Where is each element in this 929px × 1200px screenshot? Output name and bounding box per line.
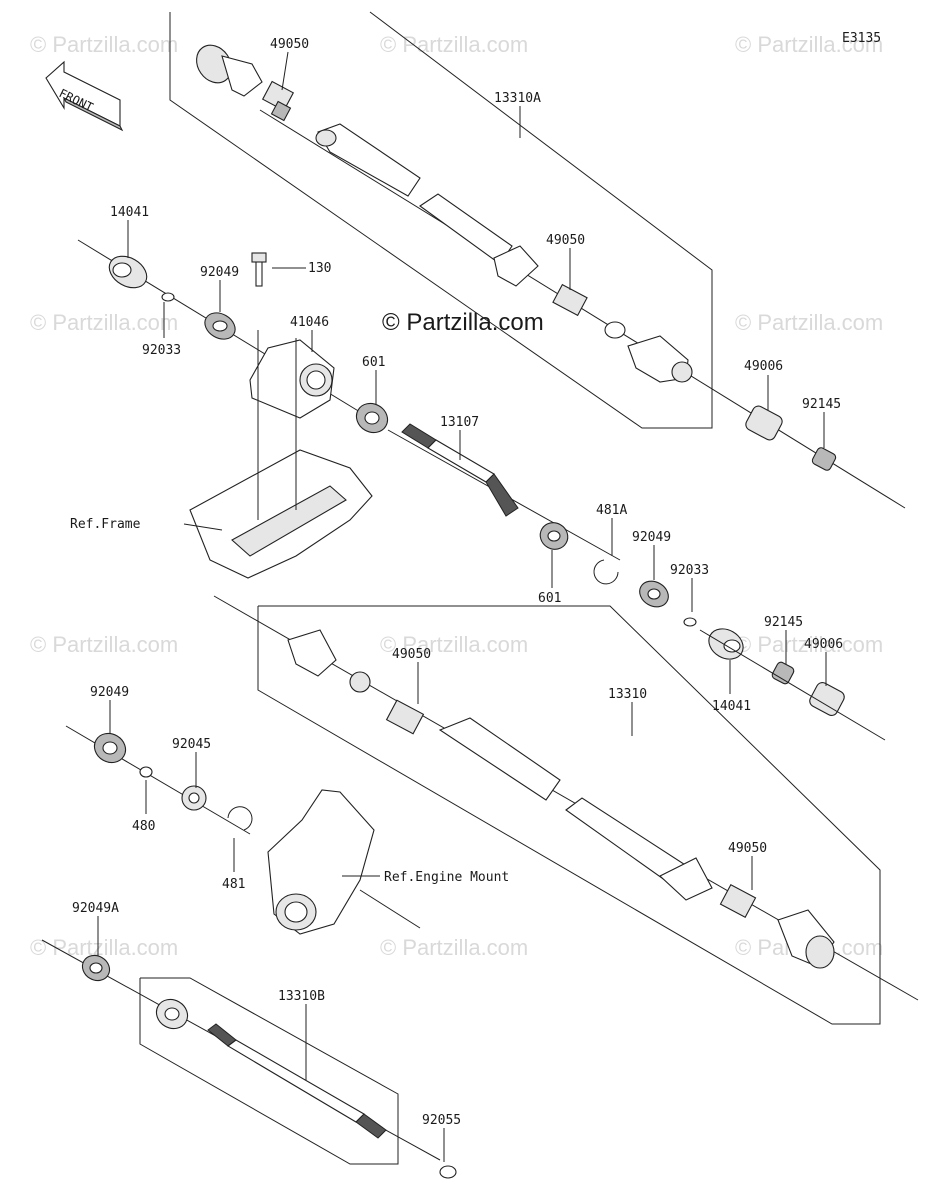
part-label: 481 xyxy=(222,877,245,892)
part-label: 13310 xyxy=(608,687,647,702)
part-label: 14041 xyxy=(712,699,751,714)
part-labels: 49050 13310A 14041 92049 130 92033 41046… xyxy=(72,37,843,1128)
part-label: 92145 xyxy=(764,615,803,630)
part-label: 49006 xyxy=(744,359,783,374)
part-label: 49050 xyxy=(546,233,585,248)
diagram-code: E3135 xyxy=(842,31,881,46)
part-label: 92049 xyxy=(632,530,671,545)
center-watermark: © Partzilla.com xyxy=(382,309,544,336)
frame-ref-part xyxy=(189,330,373,579)
watermark-layer: © Partzilla.com © Partzilla.com © Partzi… xyxy=(30,32,883,960)
rear-bearing-stack xyxy=(593,559,886,741)
watermark: © Partzilla.com xyxy=(380,32,528,57)
part-label: 13107 xyxy=(440,415,479,430)
part-label: 49050 xyxy=(270,37,309,52)
part-label: 92145 xyxy=(802,397,841,412)
lower-bearing-stack xyxy=(65,725,253,835)
part-label: 92049 xyxy=(90,685,129,700)
part-label: 41046 xyxy=(290,315,329,330)
watermark: © Partzilla.com xyxy=(735,632,883,657)
part-label: 49006 xyxy=(804,637,843,652)
ref-engine-mount-label: Ref.Engine Mount xyxy=(384,870,509,885)
part-label: 92033 xyxy=(142,343,181,358)
watermark: © Partzilla.com xyxy=(735,32,883,57)
front-bearing-stack xyxy=(77,239,389,434)
leader-lines xyxy=(97,51,827,1162)
ref-frame-label: Ref.Frame xyxy=(70,517,141,532)
part-label: 13310B xyxy=(278,989,325,1004)
part-label: 14041 xyxy=(110,205,149,220)
part-label: 92033 xyxy=(670,563,709,578)
front-arrow-icon: FRONT xyxy=(45,60,124,132)
part-label: 480 xyxy=(132,819,155,834)
watermark: © Partzilla.com xyxy=(380,632,528,657)
part-label: 601 xyxy=(362,355,385,370)
shaft-13310a-group xyxy=(169,11,906,509)
part-label: 481A xyxy=(596,503,627,518)
part-label: 49050 xyxy=(728,841,767,856)
watermark: © Partzilla.com xyxy=(30,32,178,57)
part-label: 92049 xyxy=(200,265,239,280)
part-label: 130 xyxy=(308,261,331,276)
watermark: © Partzilla.com xyxy=(30,935,178,960)
part-label: 49050 xyxy=(392,647,431,662)
part-label: 92049A xyxy=(72,901,119,916)
engine-mount-ref-part xyxy=(267,789,421,935)
watermark: © Partzilla.com xyxy=(735,310,883,335)
boot-seal-upper xyxy=(745,405,837,471)
shaft-13310b-group xyxy=(41,939,457,1179)
part-label: 92045 xyxy=(172,737,211,752)
shaft-13310-group xyxy=(213,595,919,1025)
part-label: 13310A xyxy=(494,91,541,106)
part-label: 601 xyxy=(538,591,561,606)
part-label: 92055 xyxy=(422,1113,461,1128)
watermark: © Partzilla.com xyxy=(30,632,178,657)
shaft-13107 xyxy=(387,423,621,561)
watermark: © Partzilla.com xyxy=(380,935,528,960)
watermark: © Partzilla.com xyxy=(30,310,178,335)
